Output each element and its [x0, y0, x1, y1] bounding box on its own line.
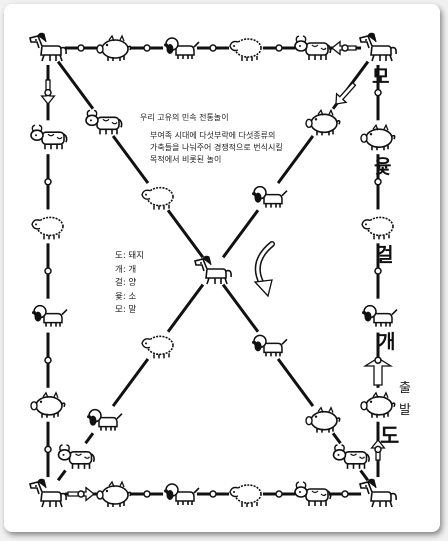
pig-icon	[96, 31, 132, 65]
pig-icon	[360, 120, 396, 155]
sheep-icon	[229, 477, 263, 511]
cow-icon	[294, 477, 332, 511]
sheep-icon	[31, 209, 65, 244]
legend-row-do: 도: 돼지	[115, 251, 145, 261]
pig-icon	[30, 387, 66, 422]
sheep-icon	[229, 31, 263, 65]
legend-row-yut: 윷: 소	[115, 291, 137, 302]
pig-icon	[360, 387, 396, 422]
intro-line: 목적에서 비롯된 놀이	[150, 155, 222, 164]
cow-icon	[57, 439, 95, 474]
label-gae: 개	[378, 331, 396, 353]
dog-icon	[251, 179, 288, 214]
horse-icon	[359, 31, 397, 65]
path-dot	[374, 88, 382, 97]
legend-row-gae: 개: 개	[115, 264, 137, 275]
path-dot	[143, 44, 151, 52]
start-label: 출 발	[399, 381, 411, 418]
dog-icon	[251, 328, 288, 363]
legend: 도: 돼지 개: 개 걸: 양 윷: 소 모: 말	[115, 250, 144, 318]
path-dot	[374, 445, 382, 454]
path-dot	[44, 88, 52, 97]
intro-line: 가축들을 나눠주어 경쟁적으로 번식시킬	[150, 143, 283, 152]
path-dot	[77, 490, 85, 498]
path-dot	[44, 445, 52, 454]
dog-icon	[163, 31, 200, 65]
path-dot	[341, 44, 349, 52]
path-dot	[209, 490, 217, 498]
cow-icon	[30, 120, 68, 155]
horse-icon	[29, 31, 67, 65]
path-dot	[77, 44, 85, 52]
dog-icon	[163, 477, 200, 511]
dog-icon	[86, 402, 123, 437]
intro-title: 우리 고유의 민속 전통놀이	[140, 113, 229, 122]
pig-icon	[305, 402, 341, 437]
dog-icon	[361, 298, 398, 333]
path-dot	[209, 44, 217, 52]
legend-row-mo: 모: 말	[115, 305, 137, 315]
path-dot	[44, 178, 52, 186]
label-geol: 걸	[376, 244, 394, 266]
path-dot	[143, 490, 151, 498]
dog-icon	[31, 298, 68, 333]
sheep-icon	[141, 328, 175, 363]
arrow-diagonal-icon	[335, 81, 357, 105]
cow-icon	[85, 105, 123, 140]
path-dot	[275, 44, 283, 52]
pig-icon	[305, 105, 341, 140]
horse-icon	[29, 477, 67, 511]
path-dot	[44, 356, 52, 364]
intro-text: 부여족 시대에 다섯부락에 다섯종류의 가축들을 나눠주어 경쟁적으로 번식시킬…	[150, 130, 283, 166]
curved-arrow-icon	[253, 241, 275, 298]
pig-icon	[96, 477, 132, 511]
legend-row-geol: 걸: 양	[115, 278, 137, 288]
path-dot	[275, 490, 283, 498]
sheep-icon	[141, 179, 175, 214]
horse-icon	[359, 477, 397, 511]
path-dot	[374, 178, 382, 186]
path-dot	[374, 267, 382, 275]
label-mo: 모	[372, 66, 390, 88]
path-dot	[341, 490, 349, 498]
cow-icon	[294, 31, 332, 65]
label-do: 도	[380, 424, 400, 448]
intro-line: 부여족 시대에 다섯부락에 다섯종류의	[150, 131, 276, 140]
path-dot	[374, 356, 382, 364]
horse-icon	[194, 254, 232, 288]
label-yut: 윷	[374, 156, 392, 178]
path-dot	[44, 267, 52, 275]
cow-icon	[332, 439, 370, 474]
sheep-icon	[361, 209, 395, 244]
start-up-arrow-icon	[362, 357, 394, 386]
